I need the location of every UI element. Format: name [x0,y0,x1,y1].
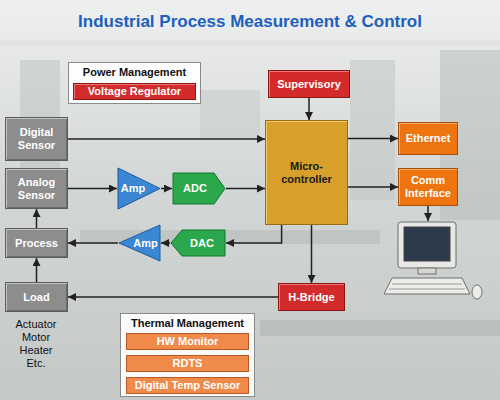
node-label: DAC [190,237,214,250]
component-box: HW Monitor [126,333,249,350]
keyboard-keys [392,284,462,285]
link-arrow [427,206,429,221]
workbench [200,90,260,140]
node-label: Load [23,291,49,304]
node-label: Digital Temp Sensor [135,379,241,392]
signal-arrow [348,186,398,188]
node-label: Comm Interface [399,174,457,200]
node-label: Digital Sensor [6,126,67,152]
node-label: Amp [133,237,157,250]
node-label: Supervisory [277,78,341,91]
signal-arrow [68,188,117,190]
signal-arrow [226,225,282,243]
signal-arrow [311,225,313,283]
process-box: Load [5,282,68,312]
signal-arrow [161,188,172,190]
controller-box: Micro-controller [265,120,348,225]
node-label: Analog Sensor [6,176,67,202]
converter-pentagon: DAC [170,229,226,257]
keyboard-keys [389,289,465,290]
process-box: Analog Sensor [5,168,68,209]
interface-box: Ethernet [398,122,458,155]
amplifier-triangle-outline [119,225,160,261]
node-label: Voltage Regulator [88,85,181,98]
amplifier-triangle-outline [118,168,160,209]
keyboard [384,278,470,294]
component-box: Digital Temp Sensor [126,377,249,394]
process-box: Digital Sensor [5,117,68,161]
signal-arrow [36,258,38,282]
group-panel: Thermal Management HW MonitorRDTS Digital … [120,313,255,397]
node-label: Ethernet [406,132,451,145]
node-label: Amp [121,182,145,195]
signal-arrow [68,296,278,298]
amplifier-triangle: Amp [117,167,161,210]
monitor-screen [404,227,450,261]
shelf [350,60,395,200]
component-box: RDTS [126,355,249,372]
monitor-body [398,222,456,268]
signal-arrow [161,242,170,244]
signal-arrow [226,188,265,190]
group-heading: Power Management [69,66,200,78]
node-label: RDTS [173,357,203,370]
signal-arrow [36,209,38,228]
converter-pentagon: ADC [172,172,226,205]
component-box: Supervisory [268,70,350,98]
node-label: Micro-controller [266,160,347,186]
signal-arrow [68,242,118,244]
group-panel: Power ManagementVoltage Regulator [68,62,201,104]
amplifier-triangle: Amp [118,224,161,262]
factory-shelving [0,40,500,336]
node-label: ADC [183,182,207,195]
node-label: H-Bridge [288,291,334,304]
note-label: Actuator Motor Heater Etc. [11,318,61,370]
signal-arrow [348,138,398,140]
process-box: Process [5,228,68,258]
signal-arrow [308,98,310,120]
converter-pentagon-outline [171,230,225,256]
mouse [472,285,482,299]
converter-pentagon-outline [173,173,225,204]
node-label: HW Monitor [157,335,219,348]
node-label: Process [15,237,58,250]
component-box: H-Bridge [278,283,345,311]
workbench [260,320,500,336]
ceiling-beam [0,40,500,46]
component-box: Voltage Regulator [73,83,196,100]
interface-box: Comm Interface [398,168,458,206]
monitor-stand [418,268,436,274]
diagram-title: Industrial Process Measurement & Control [0,12,500,32]
signal-arrow [68,138,265,140]
group-heading: Thermal Management [121,317,254,329]
